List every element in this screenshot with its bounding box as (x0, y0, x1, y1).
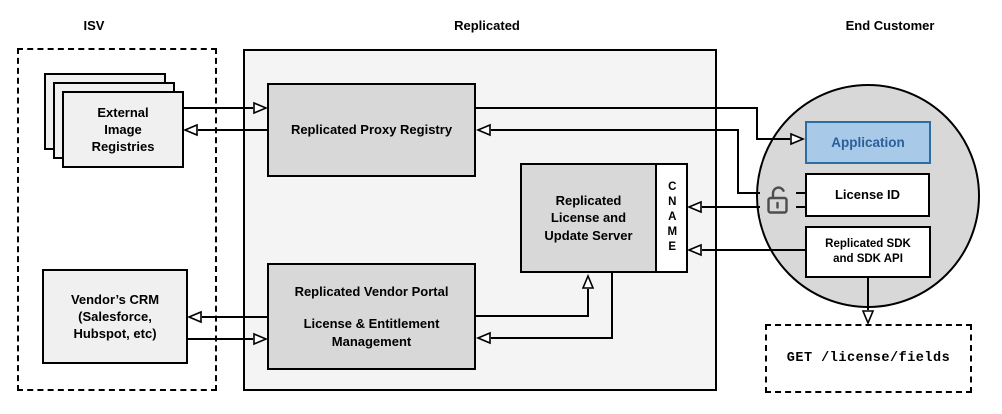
vendors-crm-node: Vendor’s CRM (Salesforce, Hubspot, etc) (42, 269, 188, 364)
license-id-node: License ID (805, 173, 930, 217)
replicated-license-update-server-node: Replicated License and Update Server (520, 163, 657, 273)
vendor-portal-title: Replicated Vendor Portal (294, 284, 449, 300)
section-label-replicated: Replicated (454, 18, 520, 33)
section-label-isv: ISV (83, 18, 105, 33)
replicated-vendor-portal-node: Replicated Vendor Portal License & Entit… (267, 263, 476, 370)
external-image-registries-node: External Image Registries (62, 91, 184, 168)
replicated-proxy-registry-node: Replicated Proxy Registry (267, 83, 476, 177)
application-label: Application (831, 134, 905, 150)
license-id-label: License ID (834, 187, 901, 203)
cname-strip: CNAME (655, 163, 688, 273)
external-image-registries-label: External Image Registries (91, 104, 155, 155)
vendor-portal-subtitle: License & Entitlement Management (303, 316, 440, 349)
get-license-fields-label: GET /license/fields (786, 350, 951, 366)
replicated-proxy-registry-label: Replicated Proxy Registry (290, 122, 453, 138)
replicated-license-update-server-label: Replicated License and Update Server (544, 193, 633, 243)
section-label-end-customer: End Customer (845, 18, 935, 33)
open-lock-icon (760, 180, 796, 218)
application-node: Application (805, 121, 931, 164)
replicated-sdk-node: Replicated SDK and SDK API (805, 226, 931, 278)
replicated-sdk-label: Replicated SDK and SDK API (825, 237, 911, 265)
get-license-fields-node: GET /license/fields (765, 324, 972, 393)
vendors-crm-label: Vendor’s CRM (Salesforce, Hubspot, etc) (70, 291, 160, 342)
cname-label: CNAME (666, 180, 679, 256)
